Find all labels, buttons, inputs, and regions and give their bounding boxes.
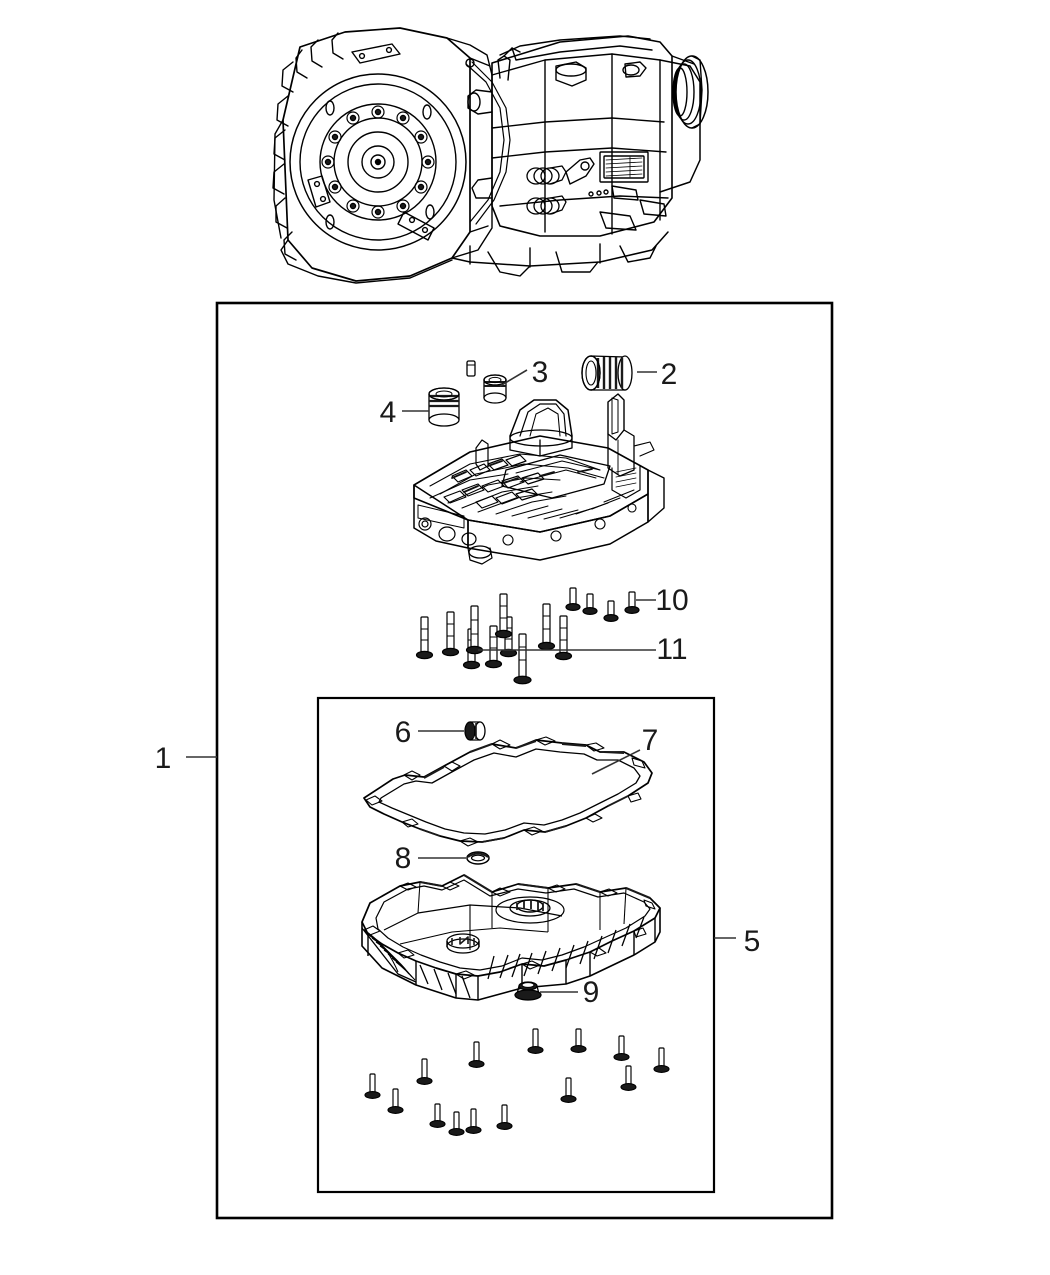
callout-2-label: 2	[661, 358, 678, 391]
callout-numbers: 1 2 3 4 5 6 7 8 9 10 11	[155, 356, 761, 1009]
outer-kit-frame	[215, 301, 834, 1220]
oil-pan-with-integrated-filter	[361, 874, 661, 1001]
solenoid-medium	[428, 387, 460, 427]
solenoid-small	[483, 374, 507, 404]
callout-9-label: 9	[583, 976, 600, 1009]
callout-5-label: 5	[744, 925, 761, 958]
callout-leaders	[186, 369, 736, 993]
inner-pan-kit-frame	[316, 696, 716, 1194]
valve-body	[413, 393, 665, 565]
long-bolt-group	[415, 593, 573, 685]
seal-ring	[466, 851, 490, 865]
callout-4-label: 4	[380, 396, 397, 429]
callout-10-label: 10	[655, 584, 688, 617]
callout-7-label: 7	[642, 724, 659, 757]
drain-plug	[464, 721, 486, 741]
plug-seal	[514, 981, 542, 1001]
oil-pan-gasket	[363, 736, 653, 847]
callout-11-label: 11	[656, 633, 687, 666]
leader-7	[591, 749, 641, 775]
pan-bolt-group	[364, 1028, 670, 1136]
short-bolt-group	[565, 587, 640, 622]
leader-3	[499, 369, 528, 387]
transmission-assembly	[272, 27, 709, 284]
callout-6-label: 6	[395, 716, 412, 749]
alignment-pin-icon	[466, 360, 476, 377]
callout-8-label: 8	[395, 842, 412, 875]
callout-1-label: 1	[155, 742, 172, 775]
solenoid-large	[581, 355, 633, 391]
callout-3-label: 3	[532, 356, 549, 389]
